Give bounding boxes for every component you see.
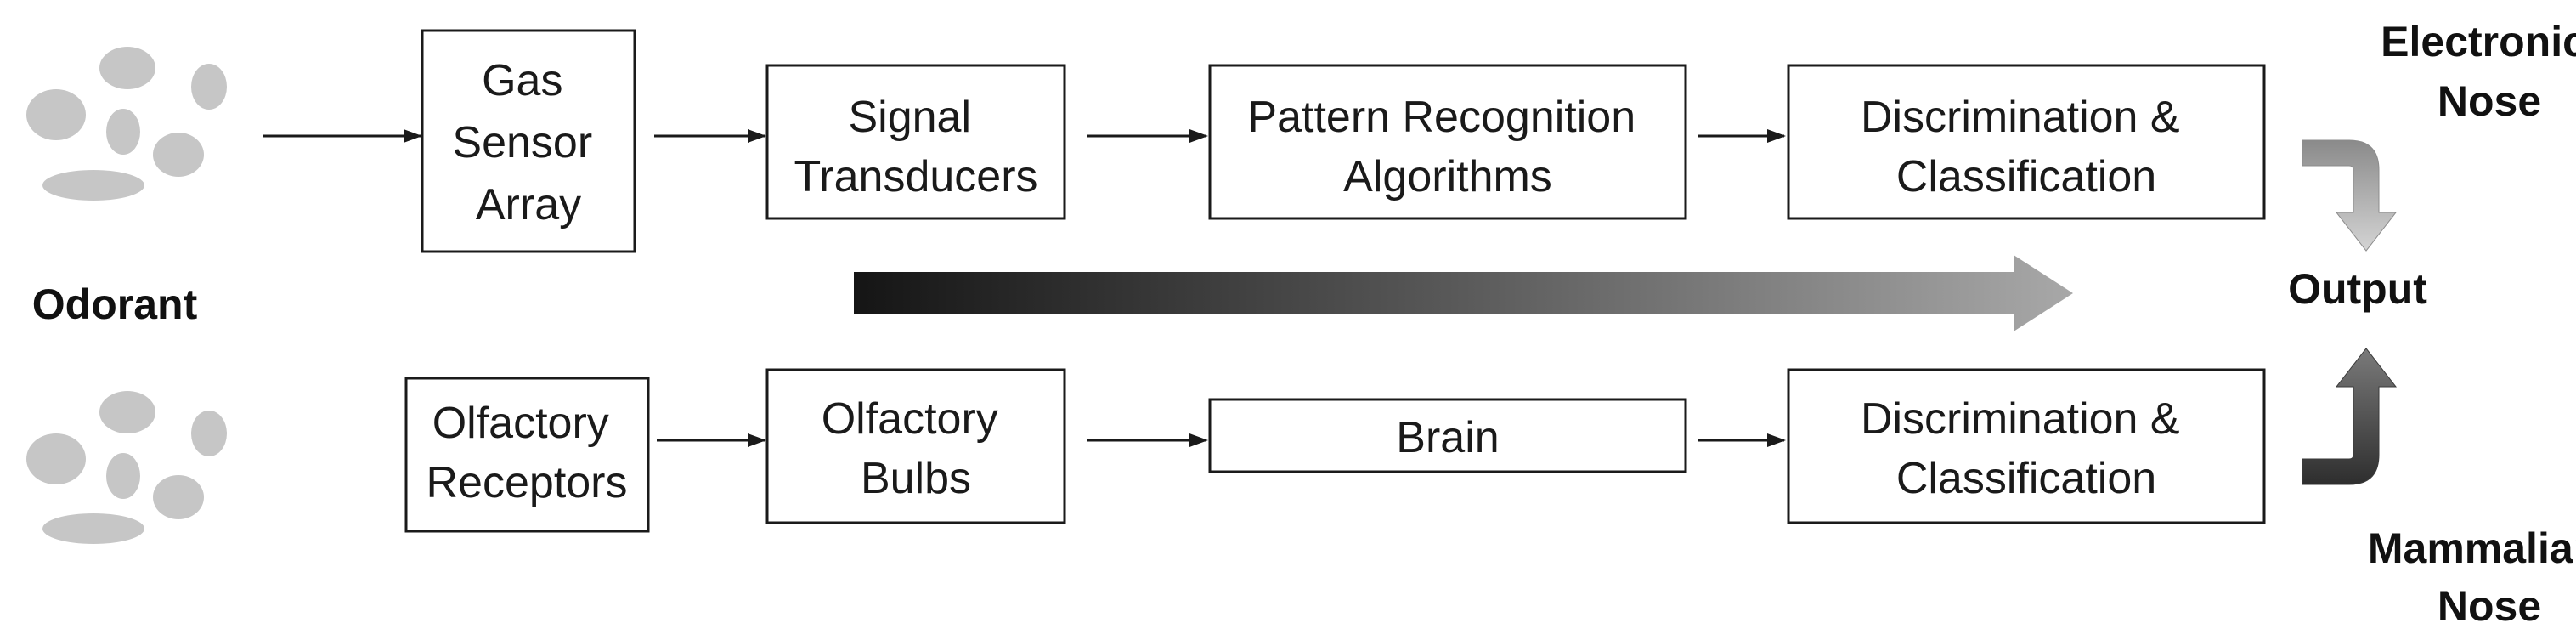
odorant-molecules-bottom bbox=[26, 391, 227, 544]
electronic-nose-to-output-arrow bbox=[2302, 139, 2398, 252]
mammalian-nose-to-output-arrow bbox=[2302, 348, 2398, 485]
discrimination-classification-bottom-label: Discrimination & Classification bbox=[1861, 394, 2192, 503]
olfactory-receptors-label: Olfactory Receptors bbox=[427, 399, 628, 507]
olfactory-bulbs-label: Olfactory Bulbs bbox=[822, 394, 1011, 503]
discrimination-classification-top-label: Discrimination & Classification bbox=[1861, 93, 2192, 201]
discrimination-classification-bottom-box bbox=[1787, 368, 2266, 524]
signal-transducers-label: Signal Transducers bbox=[794, 93, 1037, 201]
discrimination-classification-top-box bbox=[1787, 64, 2266, 220]
brain-label: Brain bbox=[1396, 413, 1499, 462]
electronic-nose-label: Electronic Nose bbox=[2381, 18, 2576, 125]
process-flow-arrow bbox=[854, 255, 2073, 331]
gas-sensor-array-label: Gas Sensor Array bbox=[452, 56, 604, 229]
mammalian-nose-label: Mammalian Nose bbox=[2368, 524, 2576, 630]
pattern-recognition-box bbox=[1208, 64, 1687, 220]
signal-transducers-box bbox=[765, 64, 1066, 220]
brain-box bbox=[1208, 398, 1687, 473]
olfactory-receptors-box bbox=[404, 377, 650, 533]
output-label: Output bbox=[2288, 265, 2427, 313]
odorant-label: Odorant bbox=[32, 280, 198, 328]
gas-sensor-array-box bbox=[421, 29, 636, 253]
odorant-molecules-top bbox=[26, 47, 227, 201]
pattern-recognition-label: Pattern Recognition Algorithms bbox=[1247, 93, 1647, 201]
olfactory-bulbs-box bbox=[765, 368, 1066, 524]
